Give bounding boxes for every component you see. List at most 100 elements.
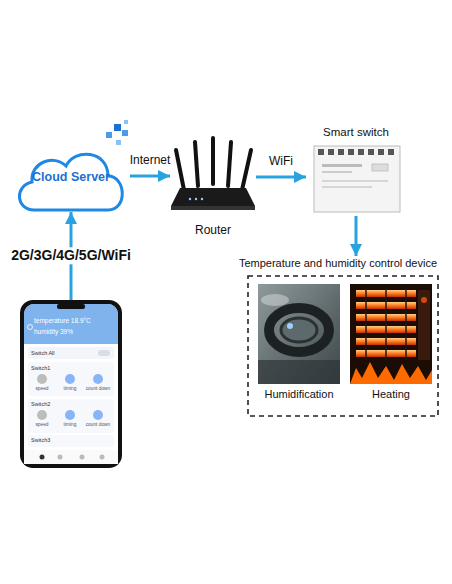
edge-label: WiFi: [267, 154, 295, 169]
humidifier-node: Humidification: [258, 284, 340, 412]
dashed-frame: [248, 276, 438, 416]
phone-label: Switch2: [31, 401, 71, 407]
arrow-connector: [256, 176, 306, 179]
smart-switch-illustration: [322, 171, 352, 173]
phone-icon: [65, 410, 75, 420]
phone-button-label: timing: [58, 386, 82, 392]
router-illustration: [201, 198, 203, 200]
phone-toggle: [98, 350, 110, 356]
smart-switch-illustration: [378, 149, 384, 155]
phone-icon: [28, 325, 33, 330]
humidifier-photo: [287, 323, 293, 329]
phone-frame: [20, 300, 122, 468]
smart-switch-illustration: [348, 149, 354, 155]
phone-button-label: count down: [83, 422, 113, 428]
heater-photo: [350, 284, 432, 384]
phone-card: [28, 362, 114, 396]
humidifier-photo: [281, 318, 317, 342]
phone-icon: [93, 410, 103, 420]
heater-photo: [421, 297, 427, 303]
smart-switch-illustration: [358, 149, 364, 155]
smart-switch-illustration: [388, 149, 394, 155]
node-title: Cloud Server: [12, 170, 130, 184]
router-illustration: [171, 138, 255, 210]
phone-card: [28, 435, 114, 447]
heater-photo: [350, 284, 432, 384]
router-illustration: [242, 150, 251, 190]
group-heading: Temperature and humidity control device: [226, 257, 450, 270]
phone-button-label: timing: [58, 422, 82, 428]
phone-nav: [24, 450, 118, 464]
node-title: Smart switch: [306, 126, 406, 139]
phone-button-label: speed: [30, 422, 54, 428]
phone-icon: [40, 455, 45, 460]
phone-button-label: count down: [83, 386, 113, 392]
phone-screen: [24, 304, 118, 464]
cloud-node: Cloud Server: [12, 140, 130, 212]
phone-button-label: speed: [30, 386, 54, 392]
humidifier-photo: [269, 308, 329, 352]
phone-icon: [93, 374, 103, 384]
phone-node: temperature 18.9°Chumidity 39%Switch All…: [20, 300, 122, 468]
router-illustration: [228, 142, 231, 186]
phone-label: Switch3: [31, 437, 71, 443]
phone-icon: [80, 455, 85, 460]
phone-reading: temperature 18.9°C: [34, 317, 114, 324]
node-title: Router: [170, 224, 256, 238]
phone-notch: [57, 304, 85, 309]
cloud-squares: [122, 130, 128, 136]
router-illustration: [176, 150, 184, 190]
edge-label: Internet: [128, 153, 173, 168]
cloud-squares: [114, 124, 121, 131]
arrow-connector: [130, 175, 170, 178]
heater-photo: [418, 290, 430, 360]
phone-label: Switch1: [31, 365, 71, 371]
router-illustration: [171, 188, 255, 206]
phone-icon: [65, 374, 75, 384]
humidifier-photo: [261, 294, 289, 306]
image-caption: Humidification: [254, 388, 344, 401]
heater-photo: [385, 288, 387, 360]
image-caption: Heating: [346, 388, 436, 401]
smart-switch-illustration: [368, 149, 374, 155]
smart-switch-illustration: [328, 149, 334, 155]
smart-switch-illustration: [318, 149, 324, 155]
phone-icon: [37, 374, 47, 384]
router-illustration: [189, 198, 191, 200]
humidifier-photo: [258, 360, 340, 384]
cloud-squares: [124, 120, 128, 124]
phone-icon: [58, 455, 63, 460]
heater-photo: [405, 288, 407, 360]
phone-icon: [37, 410, 47, 420]
heater-node: Heating: [350, 284, 432, 412]
smart-switch-illustration: [322, 164, 362, 167]
edge-label: 2G/3G/4G/5G/WiFi: [9, 247, 133, 264]
phone-label: Switch All: [31, 350, 81, 356]
smart-switch-illustration: [322, 180, 388, 182]
router-illustration: [195, 198, 197, 200]
smart-switch-illustration: [322, 186, 372, 188]
control-device-group: HumidificationHeatingTemperature and hum…: [226, 256, 450, 420]
cloud-squares: [116, 140, 121, 145]
smart-switch-illustration: [314, 146, 400, 212]
router-illustration: [195, 142, 198, 186]
smart-switch-illustration: [372, 164, 388, 171]
smart-switch-illustration: [338, 149, 344, 155]
phone-header: [24, 304, 118, 344]
phone-card: [28, 399, 114, 433]
humidifier-photo: [258, 284, 340, 384]
heater-photo: [350, 362, 432, 384]
smart-switch-node: Smart switch: [306, 124, 406, 216]
heater-photo: [365, 288, 367, 360]
router-illustration: [211, 138, 215, 184]
phone-icon: [100, 455, 105, 460]
cloud-squares: [106, 132, 112, 138]
phone-row: [28, 347, 114, 359]
arrow-connector: [355, 216, 358, 256]
humidifier-photo: [258, 284, 340, 384]
router-node: Router: [170, 138, 256, 242]
router-illustration: [171, 206, 255, 210]
